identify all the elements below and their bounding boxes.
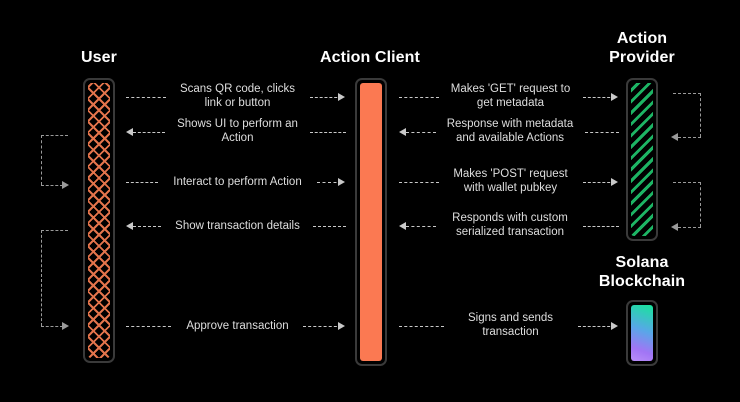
lifeline-user-fill: [88, 83, 110, 358]
lifeline-action-provider-fill: [631, 83, 653, 236]
message-line-scans-qr-left: [126, 97, 166, 98]
message-line-response-metadata-right: [585, 132, 619, 133]
self-loop-provider-2-bottom: [678, 227, 701, 228]
message-line-approve-tx-right: [303, 326, 342, 327]
message-line-get-request-right: [583, 97, 615, 98]
message-arrowhead-response-metadata: [399, 127, 406, 136]
self-loop-user-1-bottom: [41, 185, 63, 186]
message-line-signs-sends-right: [578, 326, 615, 327]
self-loop-user-1-top: [41, 135, 68, 136]
message-arrowhead-shows-ui: [126, 127, 133, 136]
message-line-show-tx-details-left: [133, 226, 161, 227]
message-arrowhead-signs-sends: [611, 321, 618, 330]
message-arrowhead-show-tx-details: [126, 221, 133, 230]
message-line-approve-tx-left: [126, 326, 171, 327]
self-loop-provider-2-side: [700, 182, 701, 227]
self-loop-user-2-bottom: [41, 326, 63, 327]
message-line-response-metadata-left: [406, 132, 436, 133]
message-arrowhead-get-request: [611, 92, 618, 101]
message-line-post-request-left: [399, 182, 439, 183]
message-line-scans-qr-right: [310, 97, 342, 98]
lifeline-user: [83, 78, 115, 363]
lane-title-solana-blockchain: Solana Blockchain: [598, 254, 686, 290]
message-arrowhead-interact-action: [338, 177, 345, 186]
lane-title-user: User: [81, 49, 117, 66]
message-line-responds-serialized-left: [406, 226, 436, 227]
self-loop-user-1-arrowhead: [62, 180, 69, 189]
message-label-responds-serialized: Responds with custom serialized transact…: [452, 212, 568, 238]
message-line-interact-action-right: [317, 182, 342, 183]
message-line-post-request-right: [583, 182, 615, 183]
message-line-signs-sends-left: [399, 326, 444, 327]
message-line-show-tx-details-right: [313, 226, 346, 227]
message-label-shows-ui: Shows UI to perform an Action: [177, 118, 298, 144]
self-loop-provider-1-arrowhead: [671, 132, 678, 141]
self-loop-user-1-side: [41, 135, 42, 185]
self-loop-user-2-side: [41, 230, 42, 326]
self-loop-provider-1-side: [700, 93, 701, 137]
message-label-show-tx-details: Show transaction details: [175, 220, 300, 232]
message-line-interact-action-left: [126, 182, 158, 183]
self-loop-user-2-arrowhead: [62, 321, 69, 330]
lane-title-action-provider: Action Provider: [609, 30, 675, 66]
message-line-responds-serialized-right: [583, 226, 619, 227]
message-label-post-request: Makes 'POST' request with wallet pubkey: [453, 168, 568, 194]
message-label-response-metadata: Response with metadata and available Act…: [446, 118, 574, 144]
lifeline-action-client: [355, 78, 387, 366]
lane-title-action-client: Action Client: [320, 49, 420, 66]
self-loop-user-2-top: [41, 230, 68, 231]
lifeline-solana-blockchain-fill: [631, 305, 653, 361]
message-arrowhead-approve-tx: [338, 321, 345, 330]
lifeline-action-provider: [626, 78, 658, 241]
self-loop-provider-2-top: [673, 182, 701, 183]
message-arrowhead-responds-serialized: [399, 221, 406, 230]
message-line-get-request-left: [399, 97, 439, 98]
lifeline-action-client-fill: [360, 83, 382, 361]
lifeline-solana-blockchain: [626, 300, 658, 366]
message-line-shows-ui-right: [310, 132, 346, 133]
message-label-get-request: Makes 'GET' request to get metadata: [450, 83, 571, 109]
message-label-scans-qr: Scans QR code, clicks link or button: [179, 83, 296, 109]
message-line-shows-ui-left: [133, 132, 165, 133]
self-loop-provider-1-bottom: [678, 137, 701, 138]
self-loop-provider-1-top: [673, 93, 701, 94]
message-arrowhead-scans-qr: [338, 92, 345, 101]
message-label-signs-sends: Signs and sends transaction: [467, 312, 554, 338]
message-label-interact-action: Interact to perform Action: [173, 176, 302, 188]
message-label-approve-tx: Approve transaction: [186, 320, 289, 332]
self-loop-provider-2-arrowhead: [671, 222, 678, 231]
message-arrowhead-post-request: [611, 177, 618, 186]
